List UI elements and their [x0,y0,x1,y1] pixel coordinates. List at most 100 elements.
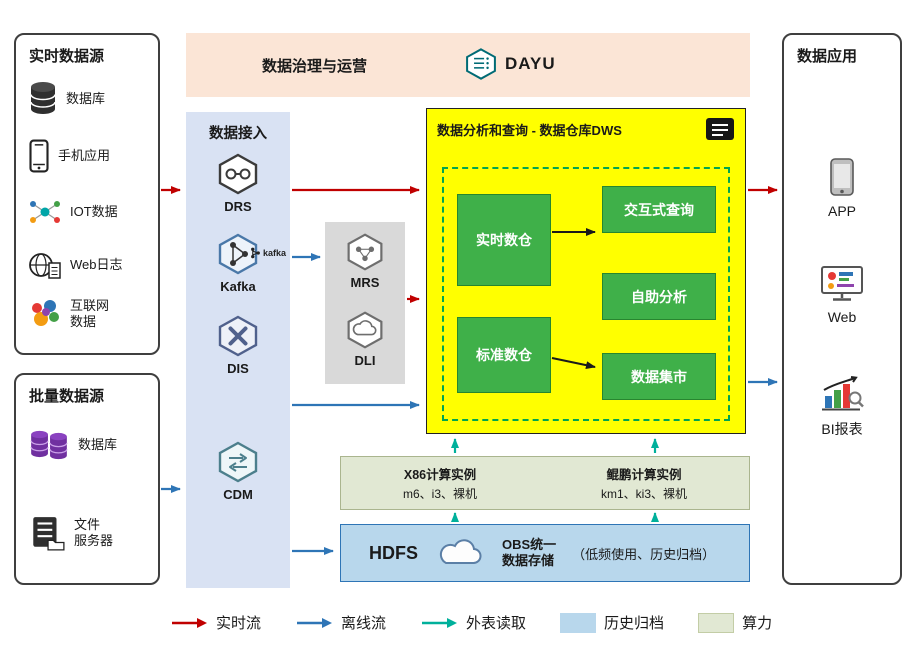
dws-title-row: 数据分析和查询 - 数据仓库DWS [437,117,735,141]
obs-cloud-icon [439,539,482,564]
legend-compute-swatch [698,612,735,633]
data-mart-box: 数据集市 [602,353,716,400]
applications-panel: 数据应用 APP Web [782,33,902,585]
drs-hexagon-icon [218,153,258,195]
source-row-mobile: 手机应用 [28,139,110,173]
ingestion-label: DIS [227,361,249,376]
source-label: Web日志 [70,256,123,272]
compute-group-x86: X86计算实例 m6、i3、裸机 [403,464,477,502]
warehouse-label: 实时数仓 [476,232,532,248]
legend-item-realtime-flow: 实时流 [170,612,261,633]
batch-sources-panel: 批量数据源 数据库 文件 服务器 [14,373,160,585]
bi-report-icon [822,376,864,411]
ingestion-title: 数据接入 [209,126,267,142]
ingestion-label: Kafka [220,279,256,294]
realtime-sources-title: 实时数据源 [29,48,105,65]
legend-arrow-red-icon [172,617,207,628]
compute-title: 鲲鹏计算实例 [606,468,682,482]
application-label: BI报表 [821,421,863,437]
dws-panel: 数据分析和查询 - 数据仓库DWS 实时数仓 标准数仓 交互式查询 自助分析 数… [426,108,746,434]
source-label: IOT数据 [70,203,118,219]
source-row-iot: IOT数据 [28,197,118,227]
web-browser-icon [821,266,863,301]
legend: 实时流 离线流 外表读取 历史归档 算力 [170,612,772,633]
ingestion-item-kafka: Kafka [186,232,290,294]
legend-item-external-read: 外表读取 [420,612,526,633]
compute-subtitle: m6、i3、裸机 [402,487,477,501]
storage-panel: HDFS OBS统一 数据存储 （低频使用、历史归档） [340,524,750,582]
source-label: 文件 服务器 [74,516,114,548]
legend-item-archive: 历史归档 [560,612,664,633]
ingestion-label: CDM [223,487,253,502]
legend-arrow-blue-icon [297,617,333,628]
dayu-logo-text: DAYU [505,54,556,73]
service-label: 交互式查询 [624,201,694,218]
iot-icon [30,201,60,223]
file-server-icon [33,517,65,551]
legend-label: 实时流 [216,615,262,632]
application-label: Web [827,309,857,325]
mrs-hexagon-icon [347,233,383,271]
dws-dashed-border [442,167,730,421]
source-row-weblog: Web日志 [28,250,123,280]
service-label: 数据集市 [631,368,687,385]
legend-label: 离线流 [341,615,387,632]
governance-title: 数据治理与运营 [262,58,368,75]
dli-hexagon-icon [347,311,383,349]
applications-title: 数据应用 [797,48,858,65]
legend-arrow-teal-icon [422,617,458,628]
processing-label: DLI [354,353,376,368]
legend-archive-swatch [560,612,597,633]
ingestion-panel: 数据接入 DRS Kafka [186,112,290,588]
legend-item-offline-flow: 离线流 [295,612,386,633]
dayu-hexagon-icon [466,48,496,80]
internet-data-icon [32,300,59,327]
processing-label: MRS [350,275,380,290]
web-log-icon [29,253,61,279]
compute-title: X86计算实例 [403,468,477,482]
kafka-hexagon-icon [218,233,258,275]
obs-storage-label: OBS统一 数据存储 [502,536,557,568]
obs-storage-note: （低频使用、历史归档） [572,546,716,562]
dws-title: 数据分析和查询 - 数据仓库DWS [437,122,622,138]
dis-hexagon-icon [218,315,258,357]
service-label: 自助分析 [631,288,687,305]
realtime-sources-panel: 实时数据源 数据库 手机应用 [14,33,160,355]
source-label: 数据库 [78,436,118,452]
batch-sources-title: 批量数据源 [29,388,105,405]
database-icon [30,82,56,114]
ingestion-item-drs: DRS [186,152,290,214]
compute-panel: X86计算实例 m6、i3、裸机 鲲鹏计算实例 km1、ki3、裸机 [340,456,750,510]
realtime-warehouse-box: 实时数仓 [457,194,551,286]
application-item-web: Web [784,265,900,325]
processing-item-dli: DLI [325,310,405,368]
standard-warehouse-box: 标准数仓 [457,317,551,393]
source-row-file-server: 文件 服务器 [28,515,113,551]
source-row-batch-database: 数据库 [28,427,117,463]
source-label: 数据库 [66,90,106,106]
source-label: 互联网 数据 [70,298,110,330]
processing-item-mrs: MRS [325,232,405,290]
mobile-phone-icon [29,139,49,173]
legend-label: 外表读取 [466,615,527,632]
ingestion-item-cdm: CDM [186,440,290,502]
kafka-badge: kafka [250,246,286,260]
document-icon [706,118,734,140]
application-label: APP [827,203,856,219]
interactive-query-box: 交互式查询 [602,186,716,233]
source-row-database: 数据库 [28,81,105,117]
governance-banner: 数据治理与运营 DAYU [186,33,750,97]
legend-label: 算力 [742,615,773,632]
compute-group-kunpeng: 鲲鹏计算实例 km1、ki3、裸机 [601,464,687,502]
warehouse-label: 标准数仓 [476,347,532,363]
source-label: 手机应用 [58,147,111,163]
ingestion-item-dis: DIS [186,314,290,376]
compute-subtitle: km1、ki3、裸机 [600,487,687,501]
dayu-logo: DAYU [464,47,556,81]
cdm-hexagon-icon [218,441,258,483]
database-purple-icon [30,430,68,460]
legend-label: 历史归档 [604,615,665,632]
app-phone-icon [830,158,854,196]
application-item-bi: BI报表 [784,375,900,439]
